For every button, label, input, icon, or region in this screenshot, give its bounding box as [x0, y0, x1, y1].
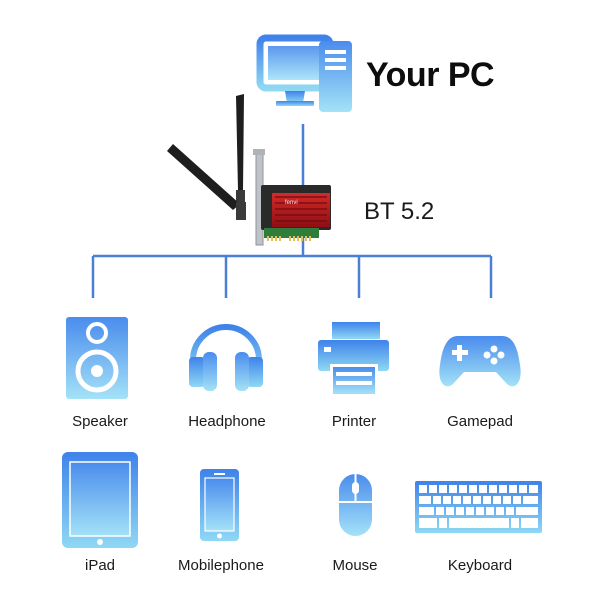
- mobilephone-icon: [200, 469, 239, 541]
- device-label-mouse: Mouse: [332, 557, 378, 574]
- gamepad-icon: [439, 336, 521, 387]
- headphone-icon: [189, 324, 263, 391]
- bt-version-label: BT 5.2: [364, 198, 435, 225]
- mouse-icon: [339, 474, 372, 536]
- card-brand: fenvi: [285, 200, 298, 206]
- pc-icon: [256, 34, 352, 112]
- printer-icon: [318, 322, 389, 396]
- device-label-printer: Printer: [331, 413, 377, 430]
- keyboard-icon: [415, 481, 542, 533]
- page-title: Your PC: [366, 56, 495, 94]
- speaker-icon: [66, 317, 128, 399]
- device-label-speaker: Speaker: [72, 413, 128, 430]
- device-label-mobilephone: Mobilephone: [178, 557, 264, 574]
- device-label-headphone: Headphone: [188, 413, 266, 430]
- device-label-gamepad: Gamepad: [447, 413, 513, 430]
- tablet-icon: [62, 452, 138, 548]
- wifi-bt-card: fenvi: [167, 94, 331, 246]
- device-label-keyboard: Keyboard: [447, 557, 513, 574]
- device-label-ipad: iPad: [84, 557, 116, 574]
